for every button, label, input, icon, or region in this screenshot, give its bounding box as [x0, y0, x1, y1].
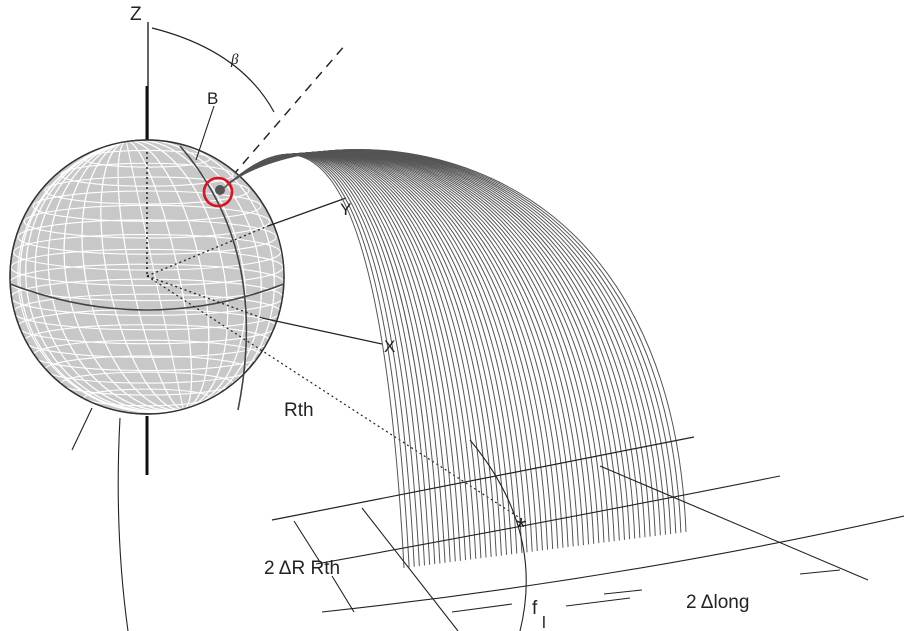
surface-arc-middle: [315, 475, 781, 565]
left-arc-outer: [117, 417, 129, 631]
dr-rth-label: 2 ΔR Rth: [264, 558, 340, 579]
fl-marker-right: [565, 597, 631, 607]
sphere-latitude-line: [12, 233, 282, 271]
surface-arc-lower: [321, 515, 904, 613]
surface-meridian: [469, 439, 527, 631]
rth-label: Rth: [284, 400, 314, 421]
y-axis-line: [267, 197, 347, 227]
flux-strand: [227, 150, 579, 546]
sphere-latitude-line: [17, 219, 277, 255]
y-axis-label: Y: [340, 200, 351, 219]
footprint-side-right: [599, 465, 869, 581]
loop-footpoint-core: [215, 185, 225, 195]
x-axis-dotted: [146, 275, 263, 319]
flux-strand: [229, 149, 682, 533]
fl-subscript: l: [542, 613, 546, 631]
flux-strand: [225, 152, 513, 555]
x-axis-line: [261, 317, 383, 345]
dlong-tick-left: [603, 589, 643, 595]
beta-label: β: [230, 52, 239, 68]
surface-arc-upper: [271, 436, 695, 521]
sphere-latitude-line: [44, 176, 250, 205]
y-axis-dotted: [146, 225, 269, 277]
fl-marker-left: [451, 603, 513, 613]
sphere-latitude-line: [10, 263, 284, 302]
dr-tick-top: [293, 520, 321, 563]
beta-arc: [151, 27, 275, 113]
dlong-label: 2 Δlong: [686, 592, 749, 613]
x-axis-label: X: [384, 337, 395, 356]
flux-strand: [226, 152, 518, 554]
flux-strand: [228, 149, 646, 538]
left-arc-tick: [71, 407, 93, 451]
loop-footpoint-highlight: [202, 176, 234, 208]
dlong-tick-right: [799, 569, 841, 575]
fl-label: f: [532, 598, 538, 619]
footprint-side-left: [361, 507, 459, 631]
center-star: *: [516, 512, 526, 542]
flux-strand: [229, 149, 672, 534]
flux-strand: [229, 149, 656, 536]
b-pointer-line: [195, 105, 215, 161]
flux-strand: [229, 149, 687, 533]
flux-strand: [226, 151, 538, 552]
sphere-equator: [9, 283, 285, 311]
z-axis-label: Z: [130, 4, 142, 25]
b-label: B: [207, 89, 218, 108]
rth-dotted-line: [146, 275, 527, 523]
sphere-latitude-line: [32, 190, 262, 222]
sphere-meridian: [179, 145, 248, 411]
dr-tick-bottom: [331, 575, 355, 613]
flux-tube-strands: [223, 149, 687, 569]
